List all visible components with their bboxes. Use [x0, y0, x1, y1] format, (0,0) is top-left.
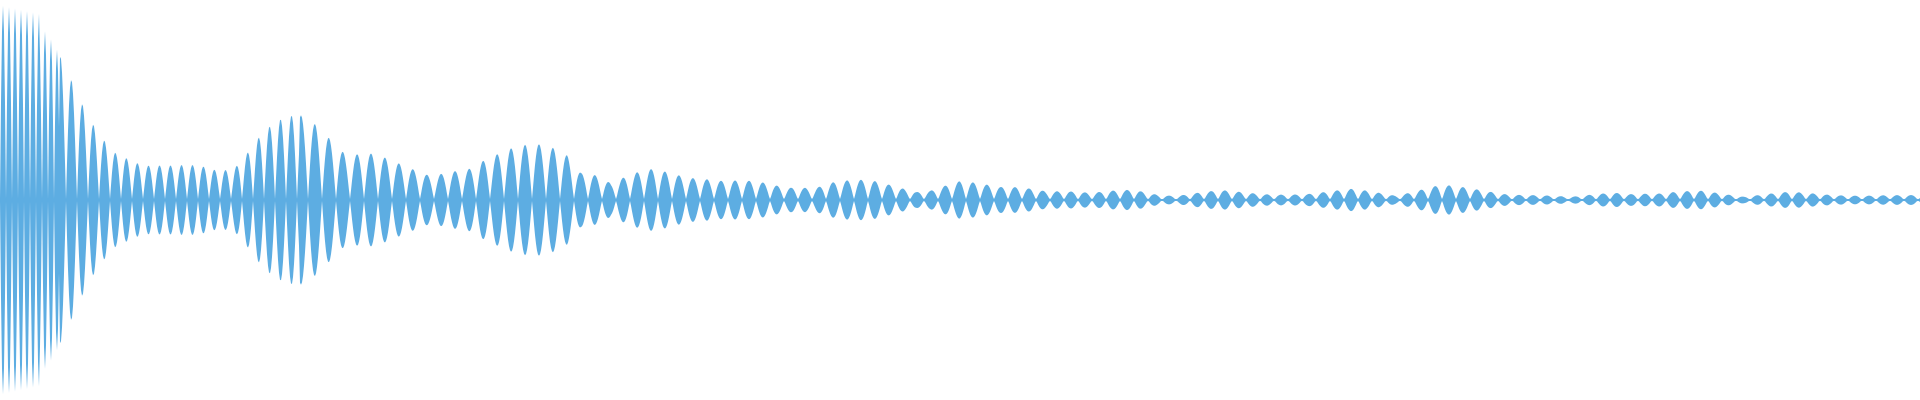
waveform-view	[0, 5, 1920, 395]
audio-waveform	[0, 5, 1920, 395]
